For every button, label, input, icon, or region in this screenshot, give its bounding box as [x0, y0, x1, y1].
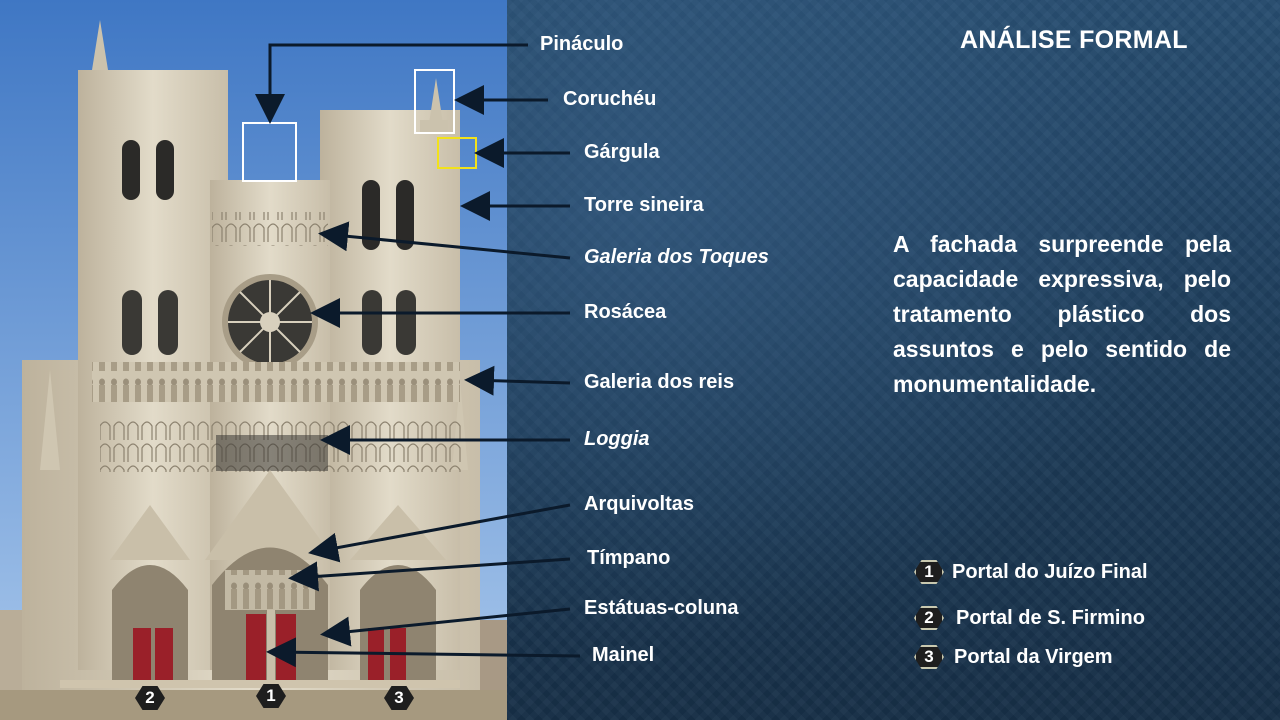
portal-legend-2: 2 Portal de S. Firmino [914, 606, 1145, 630]
label-galeria-reis: Galeria dos reis [584, 371, 735, 393]
arrow-timpano [288, 557, 571, 592]
label-timpano: Tímpano [587, 547, 671, 569]
portal-label: Portal do Juízo Final [952, 560, 1148, 583]
label-corucheu: Coruchéu [563, 88, 657, 110]
label-gargula: Gárgula [584, 141, 660, 163]
label-mainel: Mainel [592, 644, 655, 666]
slide-title: ANÁLISE FORMAL [960, 26, 1188, 54]
photo-badge-2: 2 [135, 686, 165, 710]
label-rosacea: Rosácea [584, 301, 667, 323]
arrow-galeria-reis [464, 365, 571, 396]
label-torre-sineira: Torre sineira [584, 194, 704, 216]
cathedral-photo [0, 0, 507, 720]
photo-badge-3: 3 [384, 686, 414, 710]
photo-badge-1: 1 [256, 684, 286, 708]
label-galeria-toques: Galeria dos Toques [584, 246, 769, 268]
portal-number-badge: 2 [914, 606, 944, 630]
arrow-arquivoltas [308, 503, 571, 563]
portal-legend-3: 3 Portal da Virgem [914, 645, 1113, 669]
arrow-estatuas-coluna [320, 607, 571, 647]
arrow-mainel [266, 637, 581, 668]
arrow-pinaculo [255, 43, 528, 124]
label-loggia: Loggia [584, 428, 650, 450]
description-text: A fachada surpreende pela capacidade exp… [893, 231, 1231, 397]
portal-number-badge: 3 [914, 645, 944, 669]
portal-label: Portal de S. Firmino [956, 606, 1145, 629]
arrow-galeria-toques [318, 221, 571, 260]
portal-number-badge: 1 [914, 560, 944, 584]
portal-legend-1: 1 Portal do Juízo Final [914, 560, 1148, 584]
label-pinaculo: Pináculo [540, 33, 624, 55]
label-arquivoltas: Arquivoltas [584, 493, 695, 515]
portal-label: Portal da Virgem [954, 645, 1113, 668]
label-estatuas-coluna: Estátuas-coluna [584, 597, 739, 619]
